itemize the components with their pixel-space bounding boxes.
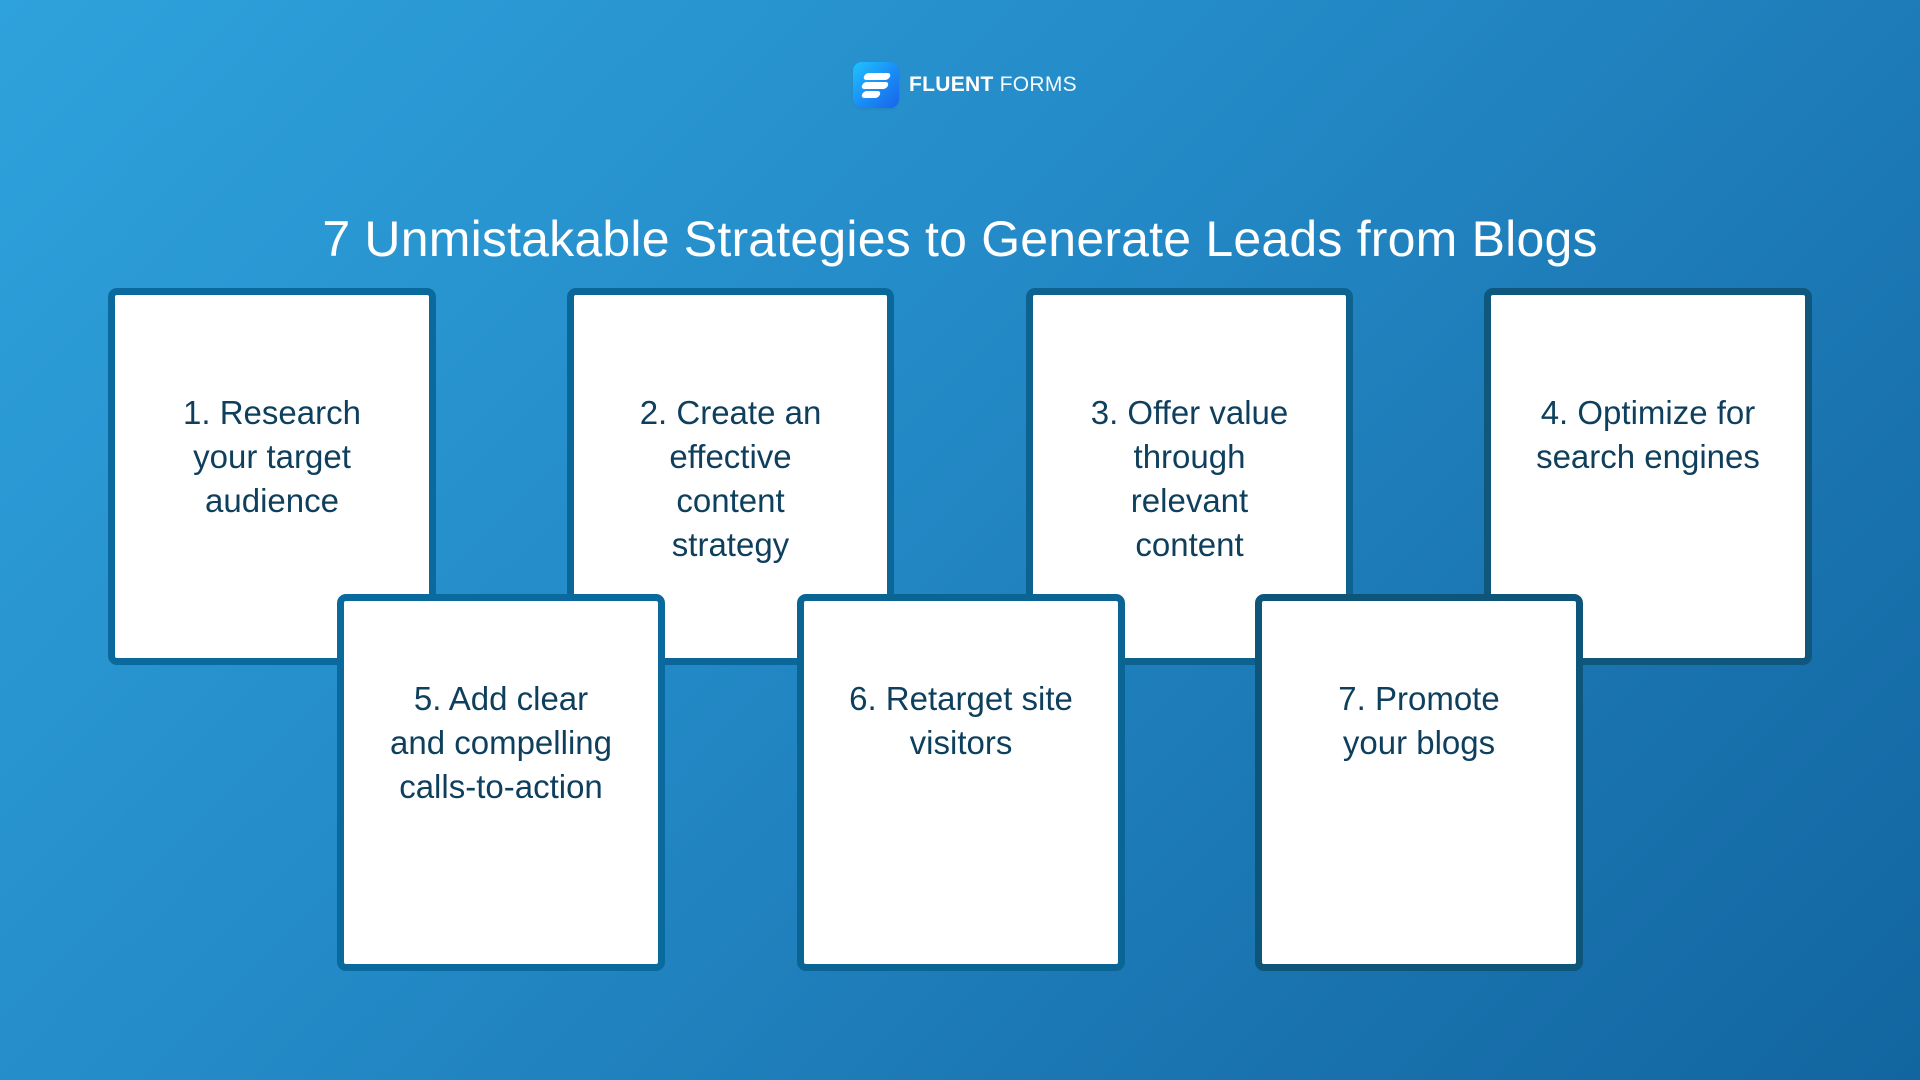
strategy-card-6: 6. Retarget site visitors [797,594,1125,971]
strategy-label: 7. Promote your blogs [1338,680,1500,761]
strategy-label: 4. Optimize for search engines [1536,394,1760,475]
strategy-label: 3. Offer value through relevant content [1090,394,1289,563]
strategy-label: 6. Retarget site visitors [849,680,1073,761]
strategy-card-7: 7. Promote your blogs [1255,594,1583,971]
strategy-label: 1. Research your target audience [183,394,361,519]
brand-name-bold: FLUENT [909,73,994,96]
strategy-label: 5. Add clear and compelling calls-to-act… [390,680,612,805]
fluent-forms-logo-icon [853,62,899,108]
strategy-card-1: 1. Research your target audience [108,288,436,665]
page-title: 7 Unmistakable Strategies to Generate Le… [322,210,1598,267]
brand-name-light: FORMS [999,73,1077,96]
strategy-card-5: 5. Add clear and compelling calls-to-act… [337,594,665,971]
strategy-label: 2. Create an effective content strategy [639,394,822,563]
